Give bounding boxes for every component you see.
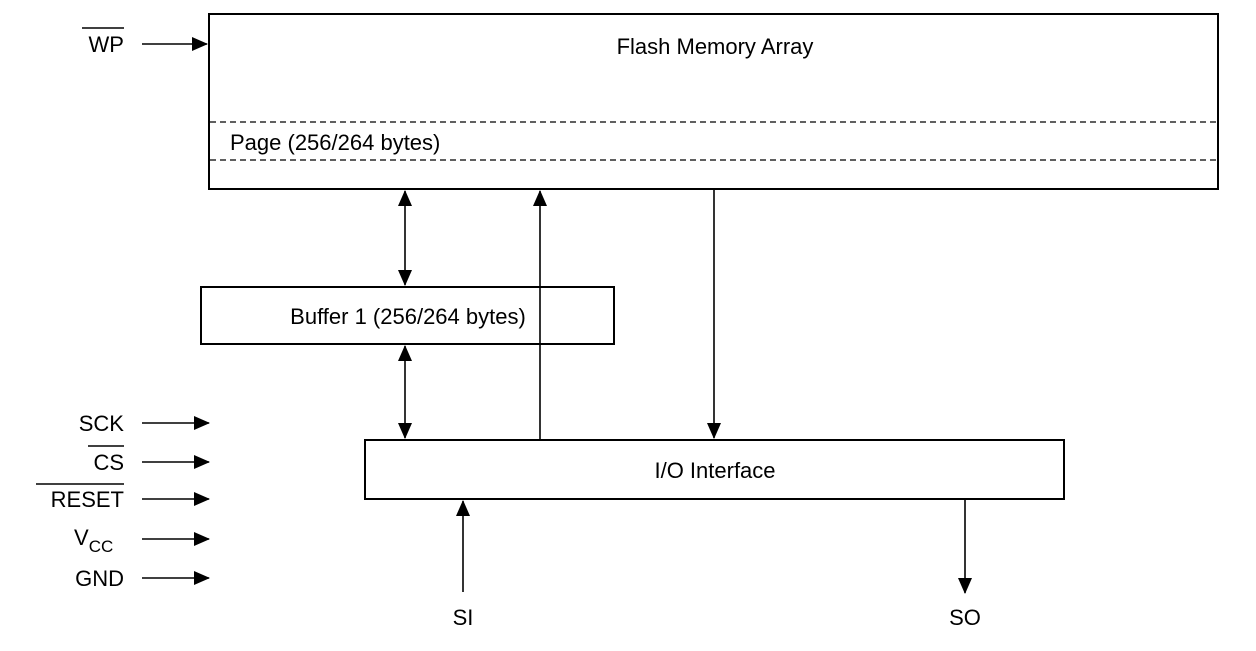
wp-pin-label: WP bbox=[89, 32, 124, 57]
buffer-1-block bbox=[200, 286, 615, 345]
vcc-pin-label: VCC bbox=[74, 525, 113, 556]
buffer-1-label: Buffer 1 (256/264 bytes) bbox=[290, 304, 526, 329]
vcc-main: V bbox=[74, 525, 89, 550]
io-interface-block bbox=[364, 439, 1065, 500]
cs-pin-label: CS bbox=[93, 450, 124, 475]
gnd-pin-label: GND bbox=[75, 566, 124, 591]
sck-pin-label: SCK bbox=[79, 411, 125, 436]
vcc-subscript: CC bbox=[89, 537, 114, 556]
reset-pin-label: RESET bbox=[51, 487, 124, 512]
io-interface-label: I/O Interface bbox=[654, 458, 775, 483]
flash-memory-array-label: Flash Memory Array bbox=[617, 34, 814, 59]
si-pin-label: SI bbox=[453, 605, 474, 630]
so-pin-label: SO bbox=[949, 605, 981, 630]
page-label: Page (256/264 bytes) bbox=[230, 130, 440, 155]
